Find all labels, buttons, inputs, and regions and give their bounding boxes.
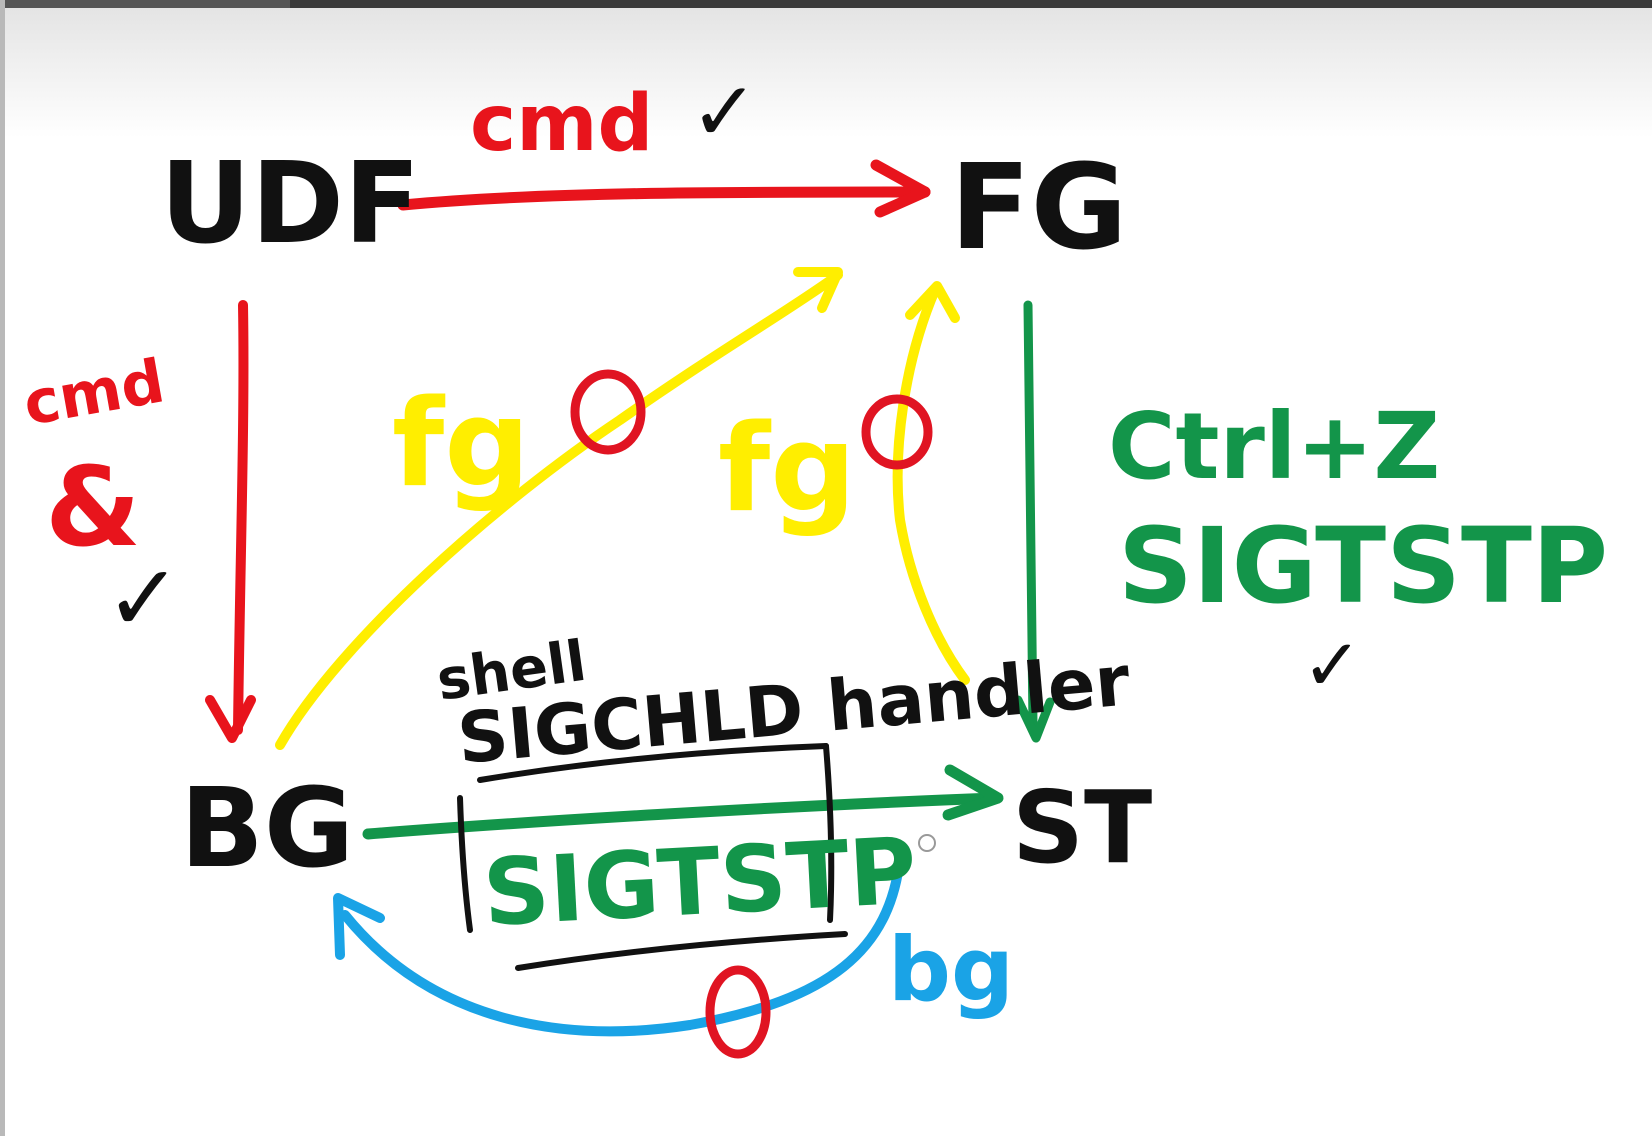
left-window-edge	[0, 0, 5, 1136]
arrow-udf-to-fg	[397, 159, 931, 218]
arrow-bg-to-fg	[275, 267, 843, 750]
circle-mark-bg-fg	[570, 369, 646, 455]
arrow-st-to-fg	[892, 281, 970, 685]
checkmark-ctrl-z: ✓	[1302, 623, 1362, 707]
pen-cursor-dot	[918, 834, 936, 852]
arrow-st-to-bg	[333, 853, 905, 1037]
checkmark-cmd-top: ✓	[690, 65, 759, 160]
arrow-udf-to-bg	[205, 300, 256, 743]
label-ctrl-z: Ctrl+Z	[1108, 393, 1440, 500]
arrow-fg-to-st	[1013, 300, 1055, 743]
label-sigtstp-right: SIGTSTP	[1118, 505, 1608, 627]
node-udf: UDF	[160, 139, 420, 269]
circle-mark-st-bg	[705, 965, 771, 1059]
label-ampersand: &	[45, 443, 141, 571]
label-fg-left: fg	[392, 375, 530, 514]
label-cmd-top: cmd	[470, 79, 653, 169]
toolbar-shadow	[0, 8, 1652, 138]
checkmark-cmd-left: ✓	[105, 545, 182, 652]
label-sigtstp-bottom: SIGTSTP	[481, 817, 920, 947]
node-fg: FG	[950, 138, 1127, 276]
arrow-bg-to-st	[362, 764, 1004, 840]
label-fg-right: fg	[718, 400, 856, 539]
window-top-bar	[0, 0, 1652, 8]
window-tab-strip	[0, 0, 290, 8]
node-bg: BG	[180, 764, 354, 892]
sigchld-handler-box	[457, 743, 848, 971]
circle-mark-st-fg	[861, 394, 933, 470]
node-st: ST	[1012, 769, 1152, 886]
label-cmd-left: cmd	[18, 346, 169, 439]
label-bg: bg	[888, 918, 1014, 1021]
